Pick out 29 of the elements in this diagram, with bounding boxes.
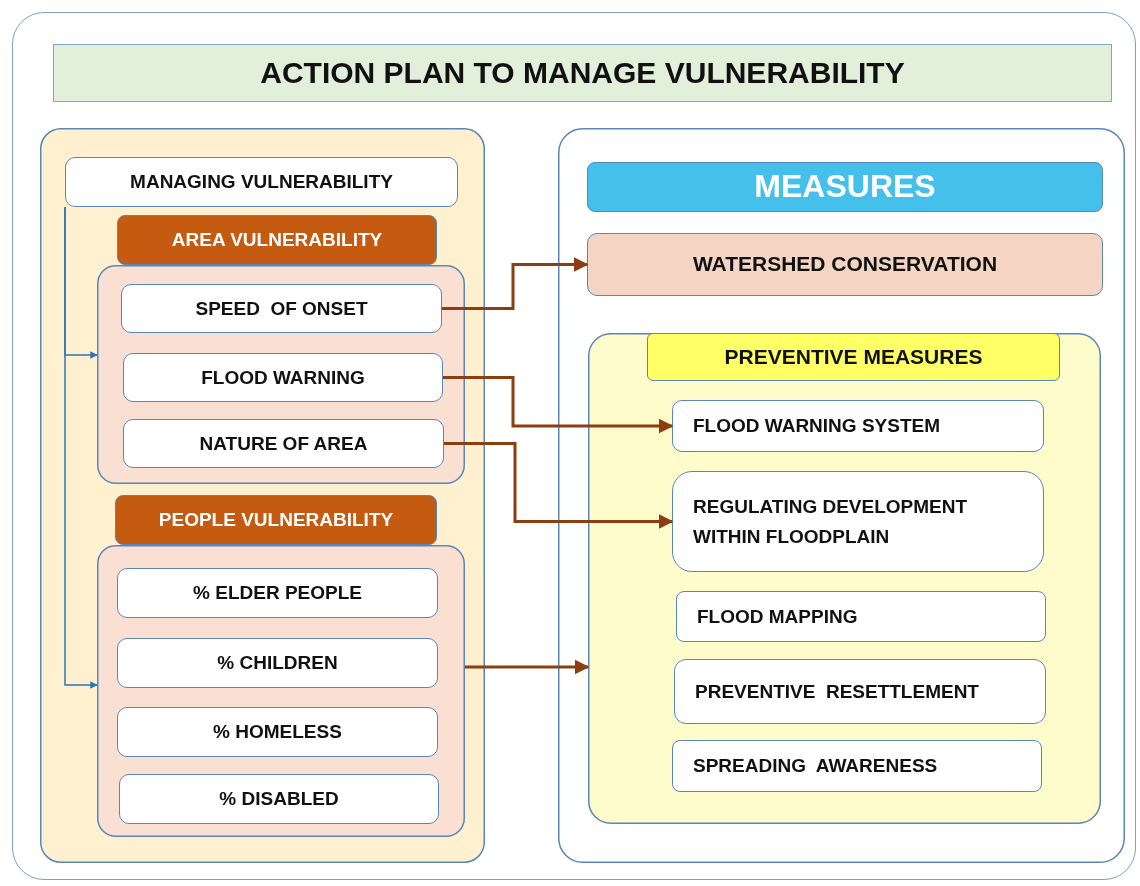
factor-box: % HOMELESS — [117, 707, 438, 757]
group-background — [588, 333, 1101, 824]
factor-box: % DISABLED — [119, 774, 439, 824]
connector-arrow — [64, 206, 98, 689]
factor-box: NATURE OF AREA — [123, 419, 444, 468]
measure-box: FLOOD WARNING SYSTEM — [672, 400, 1044, 452]
panel-background — [558, 128, 1125, 863]
section-heading: MEASURES — [587, 162, 1103, 212]
measure-box: WATERSHED CONSERVATION — [587, 233, 1103, 296]
factor-box: % CHILDREN — [117, 638, 438, 688]
group-heading: PEOPLE VULNERABILITY — [115, 495, 437, 545]
factor-box: SPEED OF ONSET — [121, 284, 442, 333]
group-heading: AREA VULNERABILITY — [117, 215, 437, 265]
connector-arrow — [444, 442, 674, 529]
group-heading: PREVENTIVE MEASURES — [647, 333, 1060, 381]
connector-arrow — [465, 659, 590, 675]
measure-box: PREVENTIVE RESETTLEMENT — [674, 659, 1046, 724]
measure-box: SPREADING AWARENESS — [672, 740, 1042, 792]
connector-arrow — [442, 257, 589, 310]
connector-arrow — [443, 376, 674, 434]
measure-box: FLOOD MAPPING — [676, 591, 1046, 642]
factor-box: % ELDER PEOPLE — [117, 568, 438, 618]
panel-background — [40, 128, 485, 863]
group-background — [97, 265, 465, 484]
heading-box: MANAGING VULNERABILITY — [65, 157, 458, 207]
title-banner: ACTION PLAN TO MANAGE VULNERABILITY — [53, 44, 1112, 102]
group-background — [97, 545, 465, 837]
factor-box: FLOOD WARNING — [123, 353, 443, 402]
measure-box: REGULATING DEVELOPMENT WITHIN FLOODPLAIN — [672, 471, 1044, 572]
